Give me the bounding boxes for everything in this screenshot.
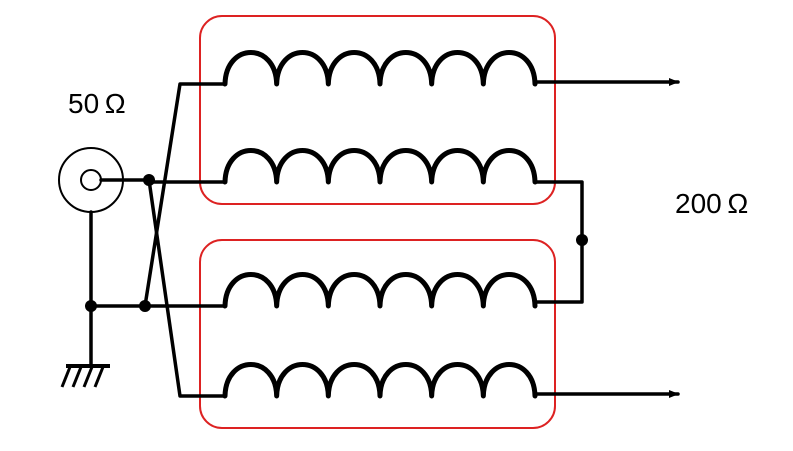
- transformer-top-winding: [222, 50, 538, 87]
- output-impedance-label: 200 Ω: [675, 188, 748, 219]
- junction-dot: [139, 300, 151, 312]
- ground-icon: [60, 364, 110, 388]
- coils: [222, 50, 538, 399]
- input-impedance-label: 50 Ω: [68, 88, 126, 119]
- transformer-top-box: [199, 15, 556, 205]
- junction-dot: [143, 174, 155, 186]
- transformer-bottom-box: [199, 239, 556, 429]
- transformer-bottom-winding: [222, 362, 538, 399]
- junction-dot: [85, 300, 97, 312]
- junction-dot: [576, 234, 588, 246]
- transformer-top-winding: [222, 148, 538, 185]
- transformer-bottom-winding: [222, 272, 538, 309]
